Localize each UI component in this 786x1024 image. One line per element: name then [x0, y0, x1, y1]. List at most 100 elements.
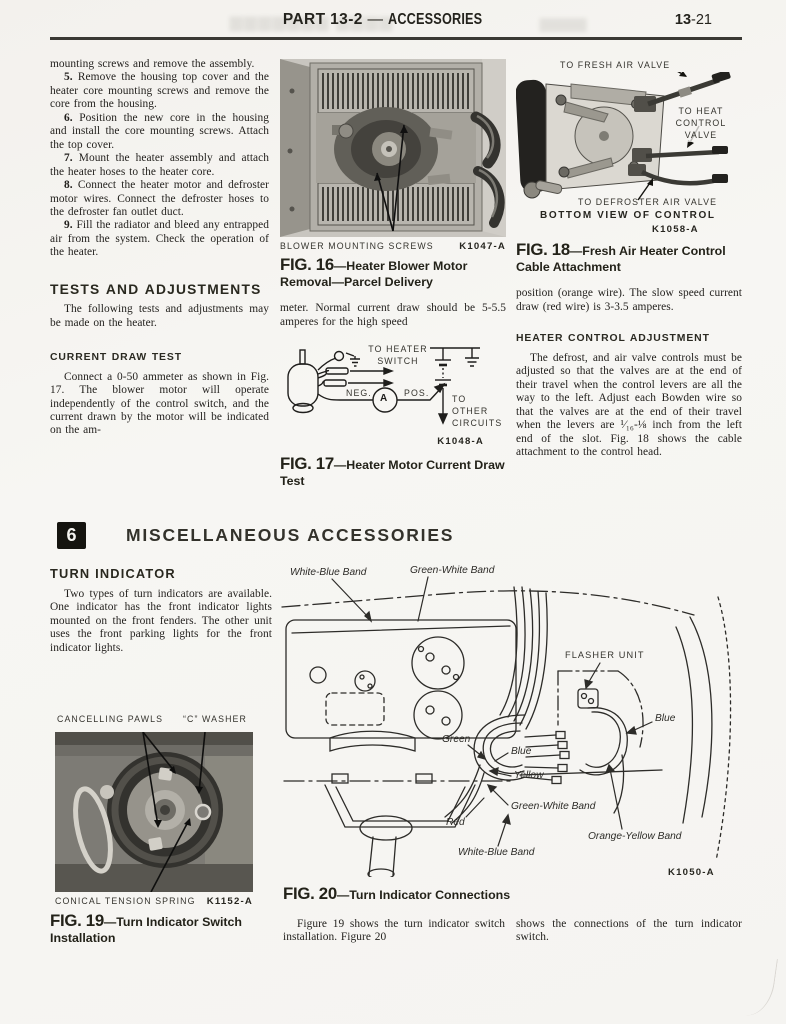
- fig18-heat-valve-label: TO HEAT CONTROL VALVE: [668, 106, 734, 142]
- fig20-code: K1050-A: [668, 867, 715, 878]
- fig19-washer-label: “C” WASHER: [183, 714, 247, 724]
- page-header: PART 13-2 — ACCESSORIES: [0, 11, 786, 29]
- footer-left-paragraph: Figure 19 shows the turn indicator switc…: [283, 918, 505, 945]
- bleedthrough-smudge: ▆▆▆▆: [540, 15, 587, 32]
- fig17-neg-label: NEG.: [346, 388, 372, 399]
- label-line: SWITCH: [377, 356, 419, 367]
- header-rule: [50, 37, 742, 40]
- fig17-switch-label: TO HEATER SWITCH: [362, 344, 434, 368]
- step-text: Mount the heater assembly and attach the…: [50, 152, 269, 178]
- paragraph: mounting screws and remove the assembly.: [50, 58, 255, 70]
- fig16-caption: FIG. 16—Heater Blower Motor Removal—Parc…: [280, 255, 506, 289]
- fig18-defroster-label: TO DEFROSTER AIR VALVE: [578, 197, 718, 207]
- heater-control-adjustment-heading: HEATER CONTROL ADJUSTMENT: [516, 333, 710, 345]
- fig20-caption: FIG. 20—Turn Indicator Connections: [283, 884, 510, 904]
- current-draw-test-heading: CURRENT DRAW TEST: [50, 352, 182, 364]
- step-number: 8.: [64, 179, 73, 192]
- middle-paragraph: meter. Normal current draw should be 5-5…: [280, 302, 506, 329]
- fig17-number: FIG. 17: [280, 454, 334, 474]
- step-text: Fill the radiator and bleed any entrappe…: [50, 219, 269, 259]
- part-number: PART 13-2: [282, 11, 363, 28]
- step-text: Remove the housing top cover and the hea…: [50, 71, 269, 111]
- fig20-red-label: Red: [446, 817, 465, 828]
- fig17-pos-label: POS.: [404, 388, 430, 399]
- step-item: 8. Connect the heater motor and defroste…: [50, 179, 269, 219]
- heater-blower-photo: [280, 59, 506, 237]
- page-curl-artifact: [729, 953, 778, 1019]
- step-number: 5.: [64, 71, 73, 84]
- fig20-blue-right-label: Blue: [655, 713, 676, 724]
- turn-indicator-switch-photo: [55, 732, 253, 892]
- middle-column: BLOWER MOUNTING SCREWS K1047-A FIG. 16—H…: [280, 59, 506, 489]
- label-line: TO HEATER: [368, 344, 428, 355]
- fig17-caption-text: —Heater Motor Current Draw Test: [280, 458, 505, 489]
- fig20-flasher-label: FLASHER UNIT: [565, 650, 645, 660]
- fig17-caption: FIG. 17—Heater Motor Current Draw Test: [280, 454, 506, 488]
- step-number: 7.: [64, 152, 73, 165]
- step-number: 6.: [64, 111, 73, 124]
- fig18-diagram: TO FRESH AIR VALVE TO HEAT CONTROL VALVE…: [516, 58, 742, 235]
- paragraph: shows the connections of the turn indica…: [516, 918, 742, 944]
- section-banner: 6 MISCELLANEOUS ACCESSORIES: [57, 522, 454, 549]
- step-item: 7. Mount the heater assembly and attach …: [50, 152, 269, 179]
- step-number: 9.: [64, 219, 73, 232]
- fig19-block: CANCELLING PAWLS “C” WASHER CONICAL TENS…: [50, 714, 260, 945]
- page-number-rest: -21: [691, 12, 712, 28]
- fig18-number: FIG. 18: [516, 240, 570, 259]
- fig20-caption-text: —Turn Indicator Connections: [336, 888, 511, 902]
- paragraph: Figure 19 shows the turn indicator switc…: [283, 918, 505, 944]
- label-line: CIRCUITS: [452, 418, 503, 429]
- section-title: MISCELLANEOUS ACCESSORIES: [126, 525, 455, 545]
- turn-indicator-block: TURN INDICATOR Two types of turn indicat…: [50, 566, 272, 655]
- fig16-photo-labels: BLOWER MOUNTING SCREWS K1047-A: [280, 241, 506, 252]
- right-column: TO FRESH AIR VALVE TO HEAT CONTROL VALVE…: [516, 58, 742, 459]
- header-separator: —: [367, 11, 384, 28]
- fig20-white-blue-bottom-label: White-Blue Band: [458, 847, 535, 858]
- fig20-orange-yellow-label: Orange-Yellow Band: [588, 831, 682, 842]
- fig20-number: FIG. 20: [283, 884, 337, 903]
- fig16-photo-label: BLOWER MOUNTING SCREWS: [280, 241, 434, 251]
- paragraph: Two types of turn indicators are availab…: [50, 588, 272, 654]
- label-line: VALVE: [684, 129, 718, 140]
- fig17-diagram: TO HEATER SWITCH NEG. A POS. TO OTHER CI…: [280, 338, 506, 438]
- fig19-code: K1152-A: [206, 896, 253, 907]
- label-line: CONTROL: [675, 117, 727, 128]
- fig16-number: FIG. 16: [280, 255, 334, 274]
- fig20-green-white-mid-label: Green-White Band: [511, 801, 596, 812]
- paragraph: Connect a 0-50 ammeter as shown in Fig. …: [50, 370, 269, 437]
- fig19-caption-text: —Turn Indicator Switch Installation: [50, 915, 242, 945]
- fig19-spring-label: CONICAL TENSION SPRING: [55, 896, 196, 906]
- fig20-yellow-label: Yellow: [514, 770, 544, 781]
- label-line: TO: [452, 394, 467, 405]
- fig16-code: K1047-A: [459, 241, 506, 252]
- fig19-bottom-labels: CONICAL TENSION SPRING K1152-A: [55, 896, 253, 907]
- fig18-caption: FIG. 18—Fresh Air Heater Control Cable A…: [516, 240, 742, 274]
- fig18-code: K1058-A: [652, 224, 699, 235]
- bleedthrough-smudge: ▆▆▆▆▆▆▆ ▆▆▆▆: [230, 14, 394, 31]
- tests-adjustments-heading: TESTS AND ADJUSTMENTS: [50, 281, 262, 297]
- label-line: OTHER: [452, 406, 489, 417]
- step-text: Connect the heater motor and defroster m…: [50, 179, 269, 218]
- fig19-number: FIG. 19: [50, 911, 104, 930]
- section-number-badge: 6: [57, 522, 86, 549]
- left-column: mounting screws and remove the assembly.…: [50, 58, 269, 438]
- fig16-caption-text: —Heater Blower Motor Removal—Parcel Deli…: [280, 259, 468, 289]
- turn-indicator-wiring-drawing: [281, 576, 732, 877]
- paragraph: The following tests and adjustments may …: [50, 303, 269, 329]
- fig20-green-label: Green: [442, 734, 471, 745]
- step-item: 5. Remove the housing top cover and the …: [50, 71, 269, 111]
- paragraph: The defrost, and air valve controls must…: [516, 351, 742, 458]
- footer-right-paragraph: shows the connections of the turn indica…: [516, 918, 742, 945]
- fig19-top-labels: CANCELLING PAWLS “C” WASHER: [50, 714, 260, 728]
- fig17-ammeter-label: A: [380, 393, 388, 405]
- fig17-other-circuits-label: TO OTHER CIRCUITS: [452, 394, 502, 430]
- fig18-bottom-view-label: BOTTOM VIEW OF CONTROL: [540, 210, 716, 221]
- fig18-caption-text: —Fresh Air Heater Control Cable Attachme…: [516, 244, 726, 274]
- fig18-fresh-air-label: TO FRESH AIR VALVE: [560, 60, 671, 70]
- fig20-diagram: White-Blue Band Green-White Band FLASHER…: [270, 565, 742, 878]
- step-item: 9. Fill the radiator and bleed any entra…: [50, 219, 269, 259]
- step-item: 6. Position the new core in the housing …: [50, 112, 269, 152]
- paragraph: position (orange wire). The slow speed c…: [516, 287, 742, 313]
- paragraph: meter. Normal current draw should be 5-5…: [280, 302, 506, 328]
